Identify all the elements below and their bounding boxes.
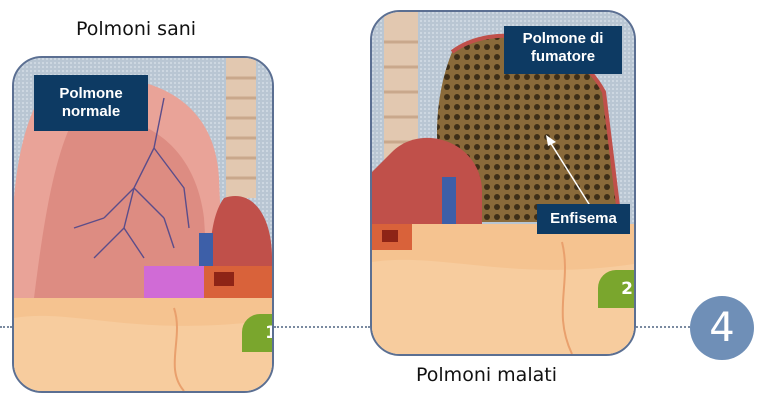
heading-healthy-lungs: Polmoni sani bbox=[76, 18, 196, 40]
page-number-circle: 4 bbox=[690, 296, 754, 360]
badge-number-1: 1 bbox=[242, 314, 274, 352]
dotted-connector-right bbox=[632, 326, 690, 328]
label-emphysema: Enfisema bbox=[537, 204, 630, 234]
dotted-connector-middle bbox=[274, 326, 370, 328]
smoker-lung-image-panel: Polmone di fumatore Enfisema 2 bbox=[370, 10, 636, 356]
label-smoker-lung: Polmone di fumatore bbox=[504, 26, 622, 74]
dotted-connector-left bbox=[0, 326, 12, 328]
badge-number-2: 2 bbox=[598, 270, 636, 308]
healthy-lung-image-panel: Polmone normale 1 bbox=[12, 56, 274, 393]
heading-diseased-lungs: Polmoni malati bbox=[416, 364, 557, 386]
label-normal-lung: Polmone normale bbox=[34, 75, 148, 131]
